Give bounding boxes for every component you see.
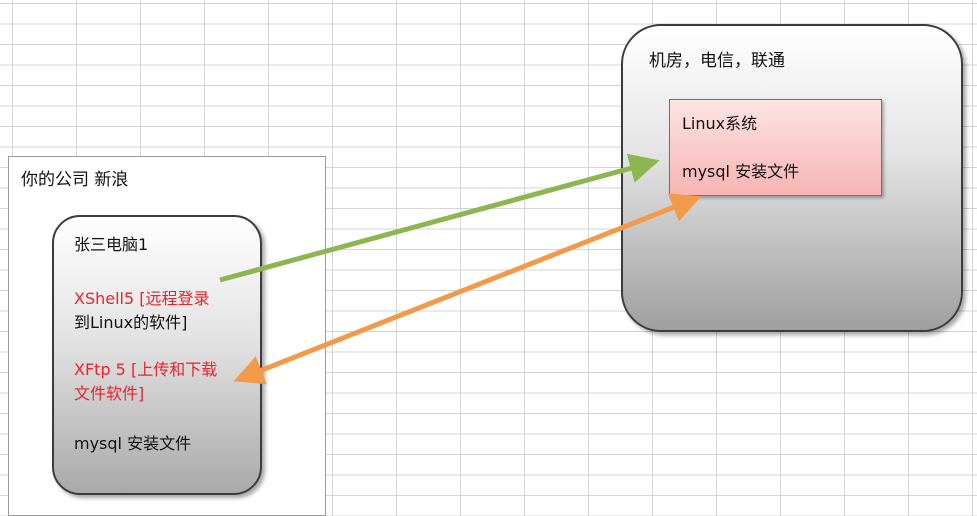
company-label: 你的公司 新浪 xyxy=(21,170,129,190)
pc-box: 张三电脑1 XShell5 [远程登录 到Linux的软件] XFtp 5 [上… xyxy=(52,215,262,495)
xftp-line-1: XFtp 5 [上传和下载 xyxy=(74,360,218,379)
linux-system-label: Linux系统 xyxy=(682,114,758,133)
xshell-line-2: 到Linux的软件] xyxy=(74,313,188,332)
xshell-green-arrow xyxy=(219,153,660,283)
server-mysql-file: mysql 安装文件 xyxy=(682,162,800,181)
xftp-label: XFtp 5 [上传和下载 文件软件] xyxy=(74,358,217,406)
xshell-label: XShell5 [远程登录 到Linux的软件] xyxy=(74,287,210,335)
pc-mysql-file: mysql 安装文件 xyxy=(74,434,192,453)
server-label: 机房，电信，联通 xyxy=(649,51,785,71)
connection-arrows xyxy=(219,153,702,385)
xftp-orange-arrow xyxy=(233,193,702,385)
linux-system-box: Linux系统 mysql 安装文件 xyxy=(669,99,882,196)
xftp-line-2: 文件软件] xyxy=(74,384,145,403)
pc-title: 张三电脑1 xyxy=(74,235,149,254)
xshell-line-1: XShell5 [远程登录 xyxy=(74,289,210,308)
